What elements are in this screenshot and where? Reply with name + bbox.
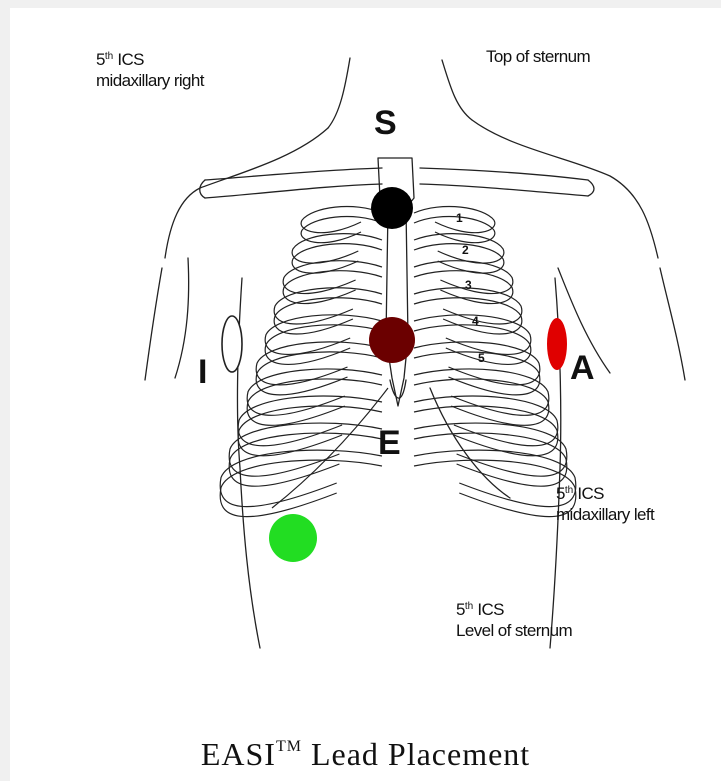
electrode-e	[369, 317, 415, 363]
rib-number-1: 1	[456, 211, 463, 225]
electrode-e-label: E	[378, 425, 401, 461]
label-top-of-sternum: Top of sternum	[486, 46, 590, 67]
electrode-s	[371, 187, 413, 229]
rib-number-2: 2	[462, 243, 469, 257]
label-midaxillary-right: 5th ICS midaxillary right	[96, 46, 204, 91]
electrode-ground	[269, 514, 317, 562]
electrode-i-label: I	[198, 354, 207, 390]
diagram-canvas: 1 2 3 4 5 S E A I 5th ICS midaxillary ri…	[10, 8, 721, 781]
rib-number-3: 3	[465, 278, 472, 292]
label-level-of-sternum: 5th ICS Level of sternum	[456, 596, 572, 641]
electrode-s-label: S	[374, 105, 397, 141]
electrode-i	[222, 316, 242, 372]
electrode-a-label: A	[570, 350, 595, 386]
rib-number-4: 4	[472, 314, 479, 328]
rib-number-5: 5	[478, 351, 485, 365]
diagram-caption: EASITM Lead Placement	[10, 736, 721, 773]
label-midaxillary-left: 5th ICS midaxillary left	[556, 480, 654, 525]
electrode-a	[547, 318, 567, 370]
electrode-layer	[10, 8, 721, 781]
